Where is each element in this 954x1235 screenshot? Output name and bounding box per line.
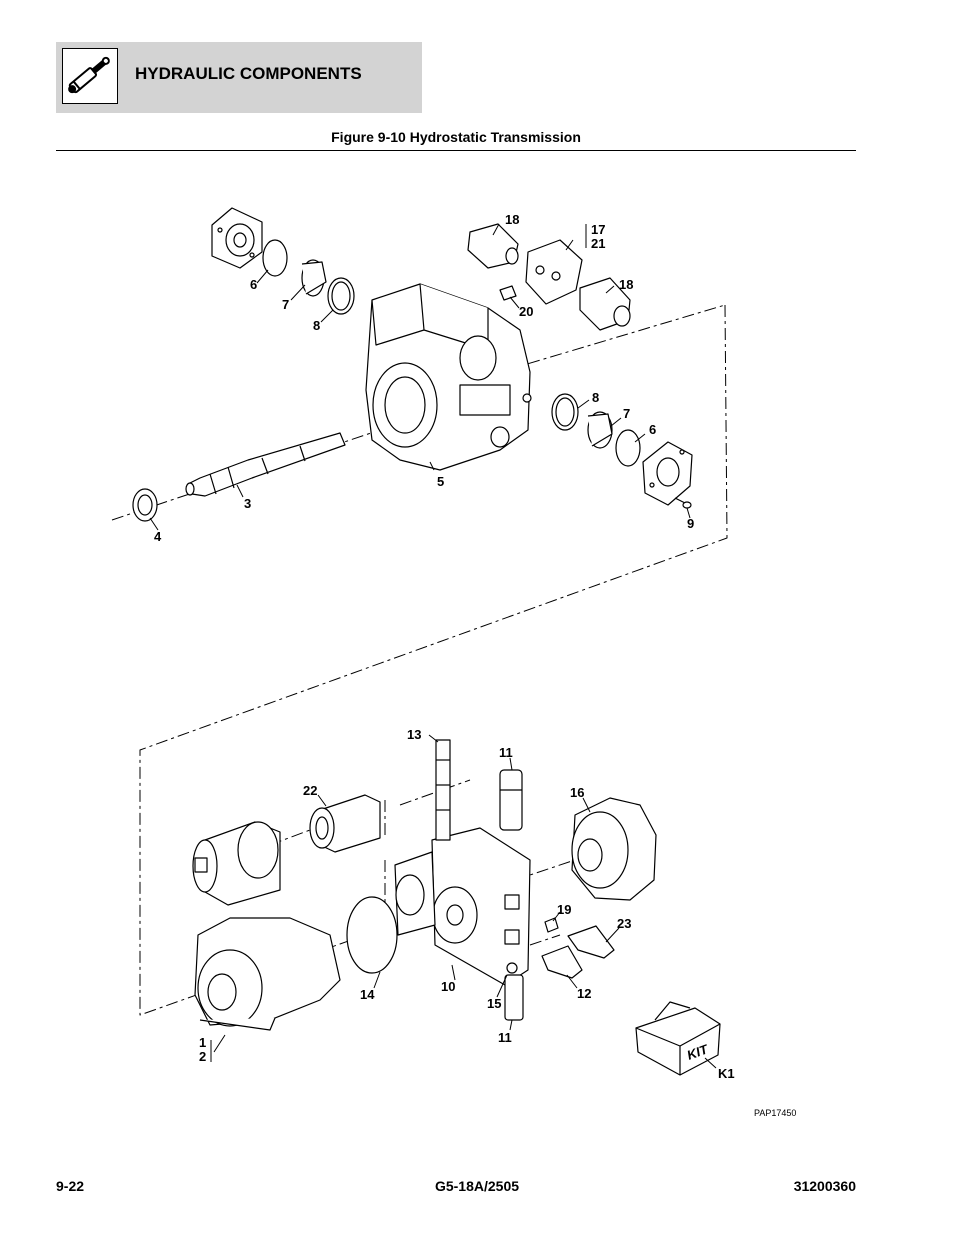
callout-22: 22 [303,783,317,798]
callout-4: 4 [154,529,162,544]
callout-2: 2 [199,1049,206,1064]
callout-13: 13 [407,727,421,742]
callout-16: 16 [570,785,584,800]
part-relief-valve [435,739,451,841]
part-cartridge-valve [567,925,615,959]
part-orifice [544,917,559,933]
figure-reference-code: PAP17450 [754,1108,796,1118]
callout-17: 17 [591,222,605,237]
part-gasket [346,896,398,974]
part-seal-ring [262,239,288,277]
part-bushing-upper [301,259,327,297]
callout-18b: 18 [619,277,633,292]
kit-box-label: KIT [685,1041,711,1063]
part-pressure-valve [541,945,583,979]
callout-19: 19 [557,902,571,917]
part-end-cover [571,797,657,901]
document-number: 31200360 [793,1178,856,1194]
hydraulic-cylinder-icon [62,48,118,104]
callout-11b: 11 [498,1030,512,1045]
callout-6b: 6 [649,422,656,437]
callout-3: 3 [244,496,251,511]
part-pump-housing [365,283,532,471]
callout-23: 23 [617,916,631,931]
part-solenoid-lower [579,277,631,331]
callout-8: 8 [313,318,320,333]
part-seal-ring-lower [615,429,641,467]
part-flange-lower [642,441,693,506]
callout-14: 14 [360,987,375,1002]
part-fitting [499,285,517,301]
callout-1: 1 [199,1035,206,1050]
part-sleeve [309,794,381,853]
callout-15: 15 [487,996,501,1011]
page-number: 9-22 [56,1178,85,1194]
part-control-block [394,827,531,986]
part-kit-box [635,1001,721,1076]
callout-21: 21 [591,236,605,251]
part-valve-block [525,239,583,305]
figure-title: Figure 9-10 Hydrostatic Transmission [331,129,581,145]
part-check-valve-upper [499,769,523,831]
callout-7b: 7 [623,406,630,421]
callout-20: 20 [519,304,533,319]
part-bushing-lower [587,411,613,449]
part-flange-upper [211,207,263,269]
callout-k1: K1 [718,1066,735,1081]
section-title: HYDRAULIC COMPONENTS [135,64,362,83]
callout-10: 10 [441,979,455,994]
callout-18: 18 [505,212,519,227]
part-charge-pump-housing [194,917,341,1031]
callout-5: 5 [437,474,444,489]
callout-6: 6 [250,277,257,292]
callout-7: 7 [282,297,289,312]
part-filter-housing [192,821,281,906]
part-plug [506,962,518,974]
model-number: G5-18A/2505 [434,1178,520,1194]
part-solenoid-upper [467,223,519,269]
part-screw [674,497,692,509]
callout-12: 12 [577,986,591,1001]
callout-8b: 8 [592,390,599,405]
header-divider [56,150,856,151]
callout-9: 9 [687,516,694,531]
part-drive-shaft [185,432,346,497]
callout-11: 11 [499,745,513,760]
part-check-valve-lower [504,974,524,1021]
